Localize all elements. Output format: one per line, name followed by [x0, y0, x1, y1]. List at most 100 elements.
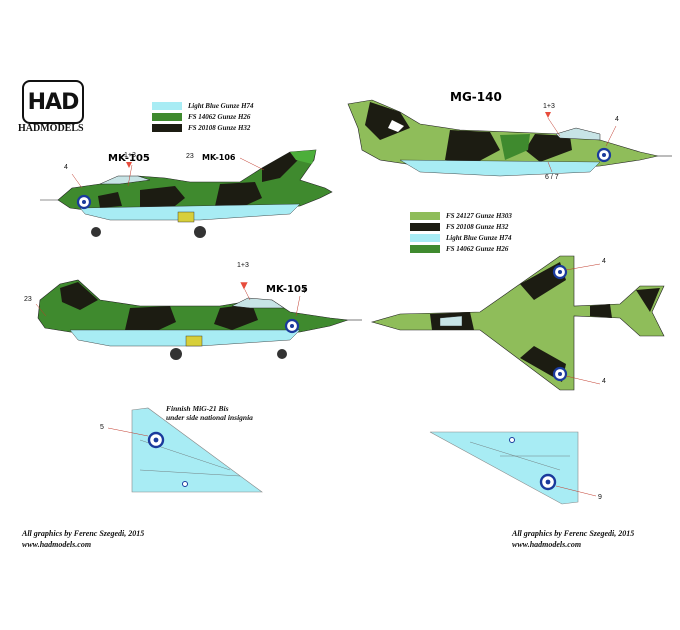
camo-dark — [98, 192, 122, 208]
credits-right: All graphics by Ferenc Szegedi, 2015 www… — [512, 528, 634, 550]
callout-9: 9 — [598, 494, 602, 501]
callout-4: 4 — [302, 288, 306, 295]
color-legend-mid: FS 24127 Gunze H303 FS 20108 Gunze H32 L… — [410, 210, 512, 254]
legend-label: FS 24127 Gunze H303 — [446, 211, 512, 220]
callout-4: 4 — [64, 164, 68, 171]
leader-line — [71, 173, 83, 189]
underside-blue — [69, 329, 301, 347]
wing-shape — [429, 431, 579, 505]
plan-fuselage — [370, 255, 665, 391]
legend-swatch — [410, 222, 440, 231]
leader-line — [239, 157, 265, 171]
marker-triangle — [545, 112, 551, 118]
legend-row: FS 20108 Gunze H32 — [410, 221, 512, 232]
camo-dark — [525, 134, 572, 162]
camo-green — [500, 134, 530, 160]
legend-label: FS 14062 Gunze H26 — [446, 244, 509, 253]
legend-row: FS 24127 Gunze H303 — [410, 210, 512, 221]
wheel — [277, 349, 287, 359]
roundel-center — [558, 270, 562, 274]
wing-panel-line — [139, 469, 241, 477]
legend-label: Light Blue Gunze H74 — [188, 101, 254, 110]
aircraft-code-top-left: MK-105 — [108, 153, 150, 164]
aircraft-code-tail: MK-106 — [202, 153, 236, 162]
legend-swatch — [152, 101, 182, 110]
legend-swatch — [410, 244, 440, 253]
callout-23: 23 — [186, 153, 194, 160]
legend-label: FS 14062 Gunze H26 — [188, 112, 251, 121]
legend-row: Light Blue Gunze H74 — [410, 232, 512, 243]
leader-line — [547, 161, 553, 173]
legend-row: Light Blue Gunze H74 — [152, 100, 254, 111]
wheel — [194, 226, 206, 238]
marker-triangle — [239, 281, 249, 291]
roundel-center — [153, 437, 159, 443]
marker-triangle — [126, 162, 132, 168]
canopy — [231, 297, 285, 309]
hadmodels-logo: HAD — [22, 80, 84, 124]
leader-line — [295, 295, 301, 317]
brand-name: HADMODELS — [18, 123, 84, 134]
callout-4: 4 — [615, 116, 619, 123]
roundel-center — [558, 372, 562, 376]
leader-line — [565, 375, 601, 385]
canopy — [555, 127, 601, 141]
leader-line — [127, 164, 133, 187]
credit-url: www.hadmodels.com — [512, 540, 582, 549]
callout-1-3: 1+3 — [543, 103, 555, 110]
wheel — [170, 348, 182, 360]
camo-dark — [60, 282, 98, 310]
drop-tank — [177, 211, 195, 223]
callout-4: 4 — [602, 378, 606, 385]
logo-text: HAD — [27, 89, 80, 115]
leader-line — [565, 263, 601, 271]
legend-row: FS 14062 Gunze H26 — [410, 243, 512, 254]
legend-label: FS 20108 Gunze H32 — [188, 123, 251, 132]
callout-1-3: 1+3 — [124, 152, 136, 159]
tail-fin-green — [290, 150, 316, 164]
camo-dark — [590, 304, 612, 318]
leader-line — [555, 485, 597, 497]
wing-underside-right — [429, 431, 597, 505]
drop-tank — [185, 335, 203, 347]
camo-dark — [445, 130, 500, 166]
wheel — [91, 227, 101, 237]
leader-line — [243, 287, 251, 301]
legend-swatch — [152, 123, 182, 132]
underside-blue — [399, 159, 601, 177]
insignia-note-line: Finnish MiG-21 Bis — [166, 404, 229, 413]
aircraft-code-top-right: MG-140 — [450, 90, 502, 104]
legend-swatch — [410, 211, 440, 220]
credits-left: All graphics by Ferenc Szegedi, 2015 www… — [22, 528, 144, 550]
roundel-center — [602, 153, 606, 157]
aircraft-plan-view — [370, 255, 665, 391]
roundel-center — [290, 324, 294, 328]
legend-row: FS 20108 Gunze H32 — [152, 122, 254, 133]
callout-5: 5 — [100, 424, 104, 431]
camo-dark — [215, 182, 262, 208]
fin-insignia — [388, 120, 404, 132]
aircraft-code-mid-left: MK-105 — [266, 284, 308, 295]
canopy — [439, 315, 463, 327]
credit-url: www.hadmodels.com — [22, 540, 92, 549]
credit-line: All graphics by Ferenc Szegedi, 2015 — [22, 529, 145, 538]
color-legend-top: Light Blue Gunze H74 FS 14062 Gunze H26 … — [152, 100, 254, 133]
legend-swatch — [152, 112, 182, 121]
camo-dark — [125, 306, 176, 334]
credit-line: All graphics by Ferenc Szegedi, 2015 — [512, 529, 635, 538]
insignia-note: Finnish MiG-21 Bis under side national i… — [166, 404, 253, 422]
callout-6-7: 6 / 7 — [545, 174, 559, 181]
wing-shape — [131, 407, 263, 493]
leader-line — [605, 125, 617, 147]
leader-line — [35, 303, 47, 317]
camo-dark — [140, 186, 185, 210]
aircraft-side-mk105-mid — [35, 279, 362, 360]
aircraft-side-mg140 — [347, 99, 672, 177]
camo-dark — [214, 304, 258, 330]
legend-label: Light Blue Gunze H74 — [446, 233, 512, 242]
callout-1-3: 1+3 — [237, 262, 249, 269]
callout-23: 23 — [24, 296, 32, 303]
roundel-small — [509, 437, 515, 443]
insignia-note-line: under side national insignia — [166, 413, 253, 422]
